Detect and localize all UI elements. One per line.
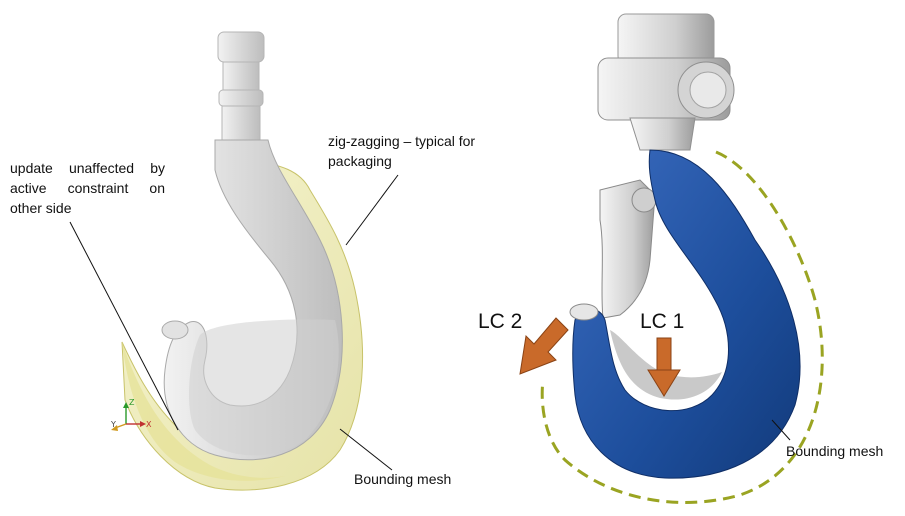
leader-bounding-right — [771, 419, 791, 441]
right-hook-tip — [569, 303, 599, 321]
bounding-mesh-left-label: Bounding mesh — [354, 471, 452, 487]
left-hook-shank-neck — [222, 61, 260, 91]
right-hook-body — [572, 149, 801, 479]
bounding-mesh-right-label: Bounding mesh — [786, 443, 884, 459]
right-bounding-outline — [540, 150, 824, 504]
right-hook-top-cap — [617, 13, 715, 65]
bounding-mesh-left-front — [122, 342, 285, 481]
right-hook-latch-hinge — [631, 187, 657, 213]
right-hook-model — [540, 13, 824, 504]
lc1-label: LC 1 — [640, 310, 685, 333]
leader-zigzag-note — [345, 174, 399, 246]
axis-y-label: Y — [111, 420, 116, 429]
axis-x-label: X — [146, 420, 152, 429]
lc2-label: LC 2 — [478, 310, 523, 333]
axis-z-label: Z — [129, 398, 135, 407]
axis-triad — [111, 402, 146, 431]
left-hook-model — [121, 31, 364, 491]
left-hook-shank-lower — [221, 105, 261, 141]
right-hook-latch — [599, 179, 656, 319]
update-note-label: update unaffected by active constraint o… — [10, 160, 165, 216]
left-hook-shank-cap — [217, 31, 265, 63]
right-hook-pin-face — [689, 71, 727, 109]
lc1-arrow — [647, 337, 681, 397]
leader-bounding-left — [339, 428, 393, 471]
right-hook-throat — [610, 330, 722, 400]
right-hook-shank — [629, 117, 696, 151]
lc2-arrow — [519, 317, 569, 375]
left-hook-tip — [161, 320, 189, 340]
left-hook-bowl-shade — [188, 319, 339, 456]
zigzag-note-label: zig-zagging – typical for packaging — [328, 133, 476, 169]
left-hook-shank-ring — [218, 89, 264, 107]
leader-update-note — [69, 221, 179, 431]
